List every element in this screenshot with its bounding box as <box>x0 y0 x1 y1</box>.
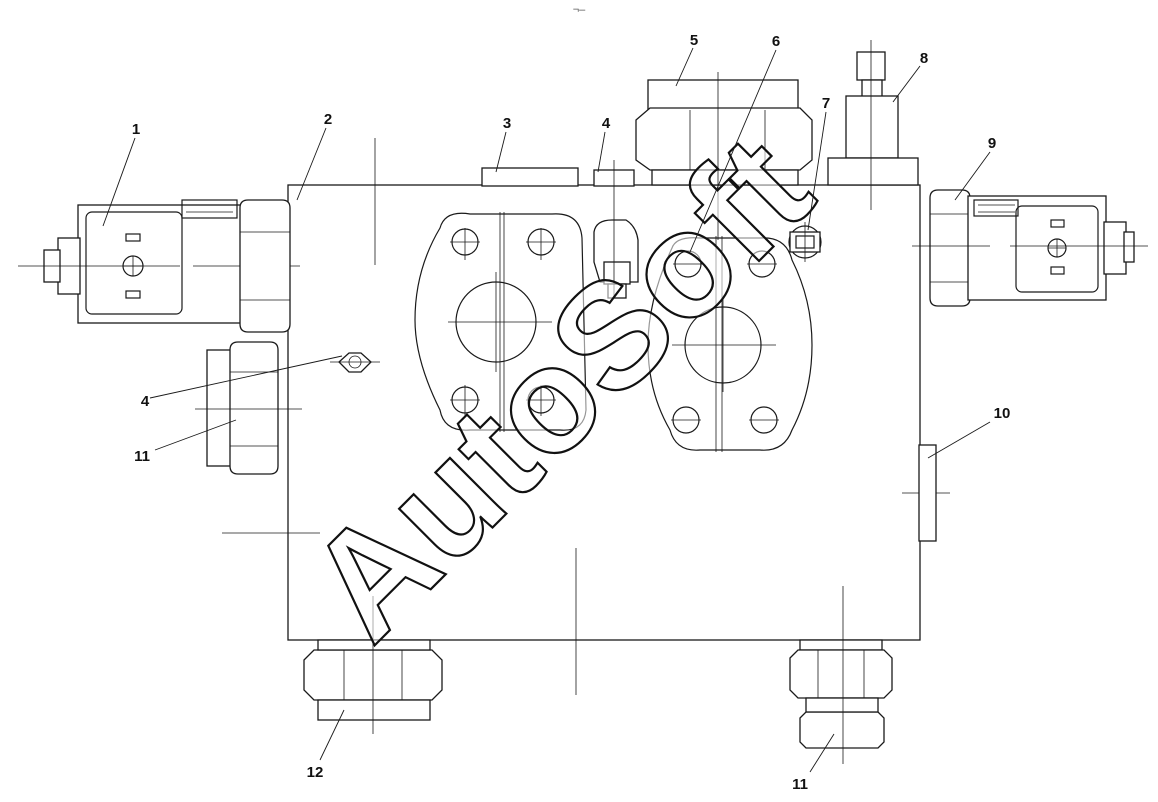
flange-plate-left <box>414 212 587 432</box>
relief-valve-8 <box>827 40 919 210</box>
cartridge-5 <box>635 72 813 240</box>
callout-6: 6 <box>772 33 780 50</box>
fitting-left <box>195 341 302 475</box>
callout-3: 3 <box>503 115 511 132</box>
solenoid-coil-left <box>18 199 300 324</box>
callout-9: 9 <box>988 135 996 152</box>
plug-7 <box>788 222 822 262</box>
callout-1: 1 <box>132 121 140 138</box>
solenoid-coil-right <box>912 189 1148 307</box>
plug-4-in-body <box>593 160 639 299</box>
header-mark: ¬– <box>573 4 586 16</box>
fitting-bottom-11 <box>789 586 893 764</box>
port-10 <box>918 444 937 542</box>
port-3 <box>481 167 579 187</box>
callout-5: 5 <box>690 32 698 49</box>
callout-4-top: 4 <box>602 115 611 132</box>
callout-4-left: 4 <box>141 393 150 410</box>
callout-7: 7 <box>822 95 830 112</box>
callout-8: 8 <box>920 50 928 67</box>
leader-lines <box>102 47 991 773</box>
plug-small-left <box>330 352 380 373</box>
callout-11-left: 11 <box>134 448 150 465</box>
callout-2: 2 <box>324 111 332 128</box>
flange-plate-right <box>647 236 813 452</box>
callout-11-bottom: 11 <box>792 776 808 793</box>
callout-10: 10 <box>994 405 1011 422</box>
callout-labels: 1 2 3 4 4 5 6 7 8 9 10 11 11 12 <box>132 32 1011 793</box>
fitting-bottom-12 <box>303 596 443 734</box>
hex-nut-left-solenoid <box>239 199 291 333</box>
callout-12: 12 <box>307 764 324 781</box>
